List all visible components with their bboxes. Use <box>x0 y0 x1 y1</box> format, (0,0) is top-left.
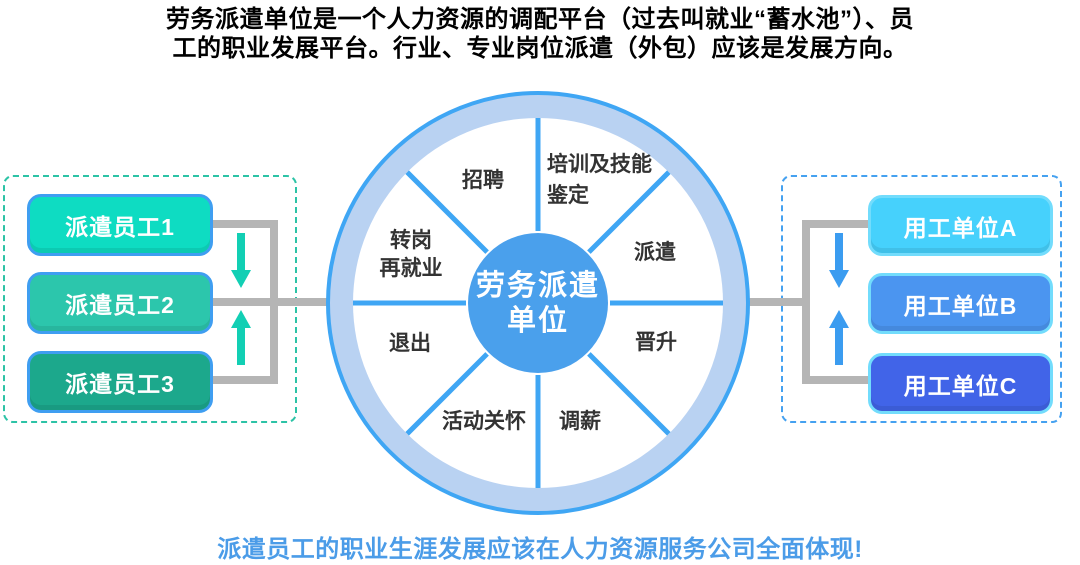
employer-unit-a-box: 用工单位A <box>868 195 1053 256</box>
segment-dispatch-label: 派遣 <box>634 241 676 264</box>
segment-exit-label: 退出 <box>389 332 431 355</box>
segment-salary-adjustment-label: 调薪 <box>559 410 601 433</box>
employer-unit-b-box: 用工单位B <box>868 273 1053 334</box>
spoke-top-right <box>587 170 671 254</box>
wheel-center-label: 劳务派遣 单位 <box>475 270 601 337</box>
spoke-bottom-right <box>587 352 671 436</box>
diagram-title: 劳务派遣单位是一个人力资源的调配平台（过去叫就业“蓄水池”）、员 工的职业发展平… <box>0 5 1080 63</box>
segment-recruitment-label: 招聘 <box>462 169 504 192</box>
right-up-arrow <box>829 310 849 365</box>
segment-job-transfer-reemployment-label: 转岗 再就业 <box>379 229 443 280</box>
left-down-arrow-stem <box>237 233 245 271</box>
connector-left-worker3-stub <box>207 376 278 384</box>
connector-left-worker1-stub <box>207 220 278 228</box>
wheel-center-circle <box>468 233 608 373</box>
dispatched-worker-3-box: 派遣员工3 <box>27 351 213 413</box>
right-down-arrow <box>829 233 849 288</box>
employer-unit-b-label: 用工单位B <box>903 292 1018 319</box>
spoke-bottom-left <box>405 352 489 436</box>
left-down-arrow <box>231 233 251 288</box>
connector-right-unitA-stub <box>802 220 870 228</box>
right-down-arrow-stem <box>835 233 843 271</box>
right-up-arrow-stem <box>835 327 843 365</box>
spoke-top-left <box>405 170 489 254</box>
connector-right-vertical <box>802 220 810 384</box>
segment-activity-care-label: 活动关怀 <box>442 410 526 433</box>
dispatched-worker-2-box: 派遣员工2 <box>27 272 213 334</box>
employer-unit-c-box: 用工单位C <box>868 353 1053 414</box>
dispatched-worker-2-label: 派遣员工2 <box>65 292 175 318</box>
employer-unit-c-label: 用工单位C <box>903 372 1018 399</box>
footer-slogan: 派遣员工的职业生涯发展应该在人力资源服务公司全面体现! <box>217 536 863 563</box>
dispatched-worker-1-label: 派遣员工1 <box>65 214 175 240</box>
employer-unit-a-label: 用工单位A <box>903 214 1018 241</box>
dispatched-worker-3-label: 派遣员工3 <box>65 371 175 397</box>
connector-right-unitC-stub <box>802 376 870 384</box>
wheel-spokes <box>353 118 723 488</box>
connector-right-main <box>741 298 810 306</box>
connector-left-main <box>213 298 337 306</box>
diagram-title-line2: 工的职业发展平台。行业、专业岗位派遣（外包）应该是发展方向。 <box>172 35 908 62</box>
left-up-arrow <box>231 310 251 365</box>
dispatched-worker-1-box: 派遣员工1 <box>27 194 213 256</box>
left-up-arrow-stem <box>237 327 245 365</box>
segment-training-skill-assessment-label: 培训及技能 鉴定 <box>547 153 652 207</box>
diagram-title-line1: 劳务派遣单位是一个人力资源的调配平台（过去叫就业“蓄水池”）、员 <box>166 6 914 33</box>
segment-promotion-label: 晋升 <box>635 331 677 354</box>
